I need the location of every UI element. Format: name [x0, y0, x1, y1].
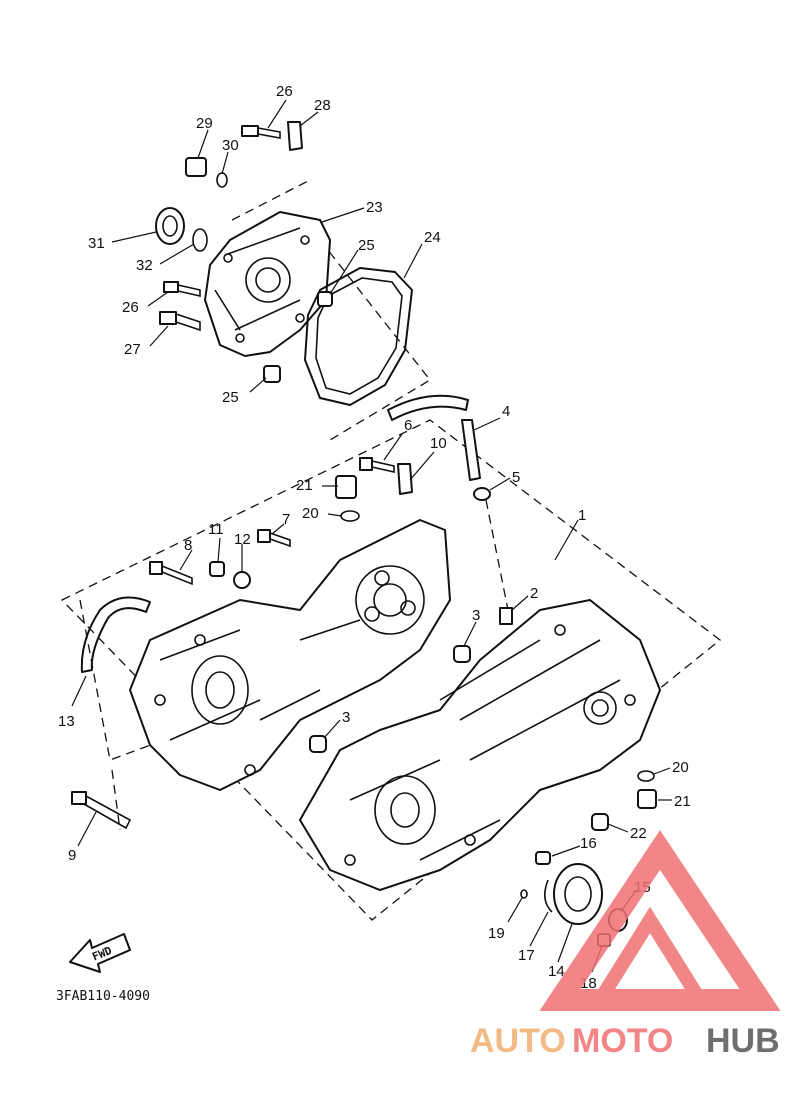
left-crankcase — [129, 519, 451, 791]
callout-10: 10 — [430, 435, 447, 452]
callout-5: 5 — [512, 469, 520, 486]
watermark-logo: AUTO MOTO HUB — [470, 830, 781, 1060]
callout-11: 11 — [208, 521, 224, 538]
watermark-text-auto: AUTO — [470, 1022, 566, 1060]
callout-2: 2 — [530, 585, 538, 602]
fwd-arrow-icon: FWD — [69, 933, 131, 973]
callout-32: 32 — [136, 257, 153, 274]
callout-13: 13 — [58, 713, 75, 730]
part-9-bolt — [71, 791, 132, 830]
part-23-cover — [204, 211, 331, 357]
callout-6: 6 — [404, 417, 412, 434]
callout-24: 24 — [424, 229, 441, 246]
callout-19: 19 — [488, 925, 505, 942]
callout-16: 16 — [580, 835, 597, 852]
callout-31: 31 — [88, 235, 105, 252]
callout-20: 20 — [302, 505, 319, 522]
part-3-dowel-lower — [309, 735, 327, 753]
drawing-code: 3FAB110-4090 — [56, 989, 150, 1004]
callout-17: 17 — [518, 947, 535, 964]
callout-21: 21 — [674, 793, 691, 810]
part-2-fitting — [499, 607, 513, 625]
callout-26: 26 — [122, 299, 139, 316]
callout-4: 4 — [502, 403, 510, 420]
callout-28: 28 — [314, 97, 331, 114]
callout-12: 12 — [234, 531, 251, 548]
callout-30: 30 — [222, 137, 239, 154]
part-3-dowel-upper — [453, 645, 471, 663]
callout-3: 3 — [342, 709, 350, 726]
callout-7: 7 — [282, 511, 290, 528]
callout-8: 8 — [184, 537, 192, 554]
center-small-parts — [149, 457, 413, 589]
leader-lines — [71, 99, 672, 973]
callout-26: 26 — [276, 83, 293, 100]
part-24-gasket — [304, 267, 413, 406]
watermark-text-hub: HUB — [706, 1022, 780, 1060]
right-crankcase — [299, 599, 661, 891]
callout-29: 29 — [196, 115, 213, 132]
part-4-hose — [387, 394, 491, 501]
callout-25: 25 — [222, 389, 239, 406]
callout-1: 1 — [578, 507, 586, 524]
callout-20: 20 — [672, 759, 689, 776]
callout-3: 3 — [472, 607, 480, 624]
callout-14: 14 — [548, 963, 565, 980]
callout-25: 25 — [358, 237, 375, 254]
callout-27: 27 — [124, 341, 141, 358]
callout-22: 22 — [630, 825, 647, 842]
part-13-plate — [80, 596, 151, 673]
assembly-outlines — [60, 179, 722, 921]
right-small-parts — [591, 770, 657, 831]
callout-21: 21 — [296, 477, 313, 494]
callout-23: 23 — [366, 199, 383, 216]
watermark-text-moto: MOTO — [572, 1022, 673, 1060]
callout-9: 9 — [68, 847, 76, 864]
